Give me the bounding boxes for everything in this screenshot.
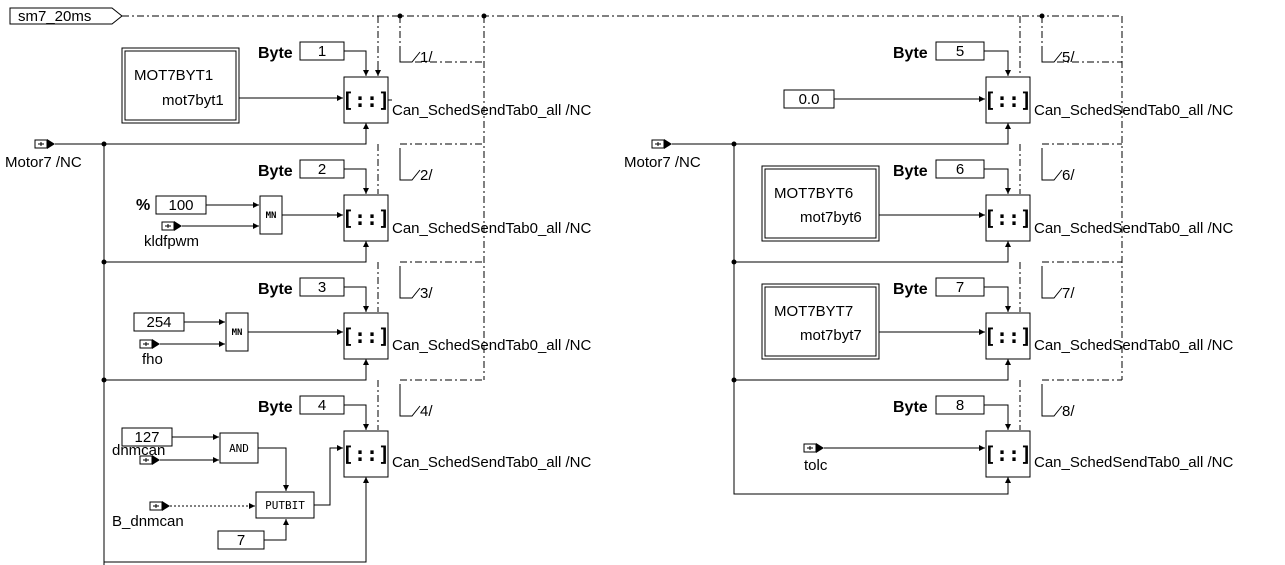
right-group: Motor7 /NC Byte 5 5/ 0.0 Can_SchedSendTa… xyxy=(624,16,1233,495)
send-block-byte7[interactable] xyxy=(983,312,1033,360)
const-0: 0.0 xyxy=(799,91,820,108)
byte8-section: Byte 8 8/ tolc Can_SchedSendTab0_all /NC xyxy=(803,379,1233,478)
byte1-index: 1 xyxy=(318,43,326,60)
kldfpwm-label: kldfpwm xyxy=(144,233,199,250)
const-254: 254 xyxy=(146,314,171,331)
motor7-label-left: Motor7 /NC xyxy=(5,154,82,171)
fho-label: fho xyxy=(142,351,163,368)
motor7-inport-left[interactable] xyxy=(34,138,56,150)
mot7byt1-var: mot7byt1 xyxy=(162,92,224,109)
byte2-unit: % xyxy=(136,197,150,214)
b-dnmcan-inport[interactable] xyxy=(149,500,171,512)
send-block-byte8[interactable] xyxy=(983,430,1033,478)
byte1-section: Byte 1 1/ MOT7BYT1 mot7byt1 Can_SchedSen… xyxy=(121,16,591,124)
send-label-byte5: Can_SchedSendTab0_all /NC xyxy=(1034,102,1233,119)
send-label-byte7: Can_SchedSendTab0_all /NC xyxy=(1034,337,1233,354)
const-127: 127 xyxy=(134,429,159,446)
byte6-event: 6/ xyxy=(1062,167,1075,184)
trigger-bus: sm7_20ms xyxy=(9,7,1123,380)
mot7byt6-var: mot7byt6 xyxy=(800,209,862,226)
const-7: 7 xyxy=(237,532,245,549)
byte3-event: 3/ xyxy=(420,285,433,302)
byte3-label: Byte xyxy=(258,281,293,298)
byte2-section: Byte 2 2/ % 100 kldfpwm MN Can_SchedSend… xyxy=(136,143,591,250)
mot7byt7-title: MOT7BYT7 xyxy=(774,303,853,320)
byte6-index: 6 xyxy=(956,161,964,178)
byte7-label: Byte xyxy=(893,281,928,298)
byte2-label: Byte xyxy=(258,163,293,180)
byte8-event: 8/ xyxy=(1062,403,1075,420)
byte3-index: 3 xyxy=(318,279,326,296)
byte4-event: 4/ xyxy=(420,403,433,420)
byte2-min-op: MN xyxy=(266,211,277,221)
byte3-section: Byte 3 3/ 254 fho MN Can_SchedSendTab0_a… xyxy=(133,261,591,368)
kldfpwm-inport[interactable] xyxy=(161,220,183,232)
send-label-byte3: Can_SchedSendTab0_all /NC xyxy=(392,337,591,354)
send-block-byte1[interactable] xyxy=(341,76,391,124)
mot7byt1-title: MOT7BYT1 xyxy=(134,67,213,84)
mot7byt6-title: MOT7BYT6 xyxy=(774,185,853,202)
byte7-event: 7/ xyxy=(1062,285,1075,302)
byte4-section: Byte 4 4/ 127 dnmcan AND B_dnmcan PUTBIT… xyxy=(112,379,591,550)
const-100: 100 xyxy=(168,197,193,214)
send-block-byte3[interactable] xyxy=(341,312,391,360)
byte8-label: Byte xyxy=(893,399,928,416)
b-dnmcan-label: B_dnmcan xyxy=(112,513,184,530)
send-label-byte8: Can_SchedSendTab0_all /NC xyxy=(1034,454,1233,471)
byte4-index: 4 xyxy=(318,397,326,414)
fho-inport[interactable] xyxy=(139,338,161,350)
byte2-event: 2/ xyxy=(420,167,433,184)
send-block-byte5[interactable] xyxy=(983,76,1033,124)
motor7-inport-right[interactable] xyxy=(651,138,673,150)
putbit-block[interactable] xyxy=(255,491,315,519)
byte5-index: 5 xyxy=(956,43,964,60)
byte7-index: 7 xyxy=(956,279,964,296)
byte6-section: Byte 6 6/ MOT7BYT6 mot7byt6 Can_SchedSen… xyxy=(761,143,1233,242)
trigger-label: sm7_20ms xyxy=(18,8,91,25)
byte7-section: Byte 7 7/ MOT7BYT7 mot7byt7 Can_SchedSen… xyxy=(761,261,1233,360)
send-block-byte2[interactable] xyxy=(341,194,391,242)
byte6-label: Byte xyxy=(893,163,928,180)
tolc-inport[interactable] xyxy=(803,442,825,454)
byte1-event: 1/ xyxy=(420,49,433,66)
dnmcan-label: dnmcan xyxy=(112,442,165,459)
tolc-label: tolc xyxy=(804,457,828,474)
mot7byt7-var: mot7byt7 xyxy=(800,327,862,344)
byte4-label: Byte xyxy=(258,399,293,416)
byte8-index: 8 xyxy=(956,397,964,414)
motor7-label-right: Motor7 /NC xyxy=(624,154,701,171)
send-block-byte4[interactable] xyxy=(341,430,391,478)
send-label-byte1: Can_SchedSendTab0_all /NC xyxy=(392,102,591,119)
putbit-op: PUTBIT xyxy=(265,499,305,512)
byte5-section: Byte 5 5/ 0.0 Can_SchedSendTab0_all /NC xyxy=(783,16,1233,124)
send-label-byte6: Can_SchedSendTab0_all /NC xyxy=(1034,220,1233,237)
byte3-min-op: MN xyxy=(232,328,243,338)
byte5-event: 5/ xyxy=(1062,49,1075,66)
byte2-index: 2 xyxy=(318,161,326,178)
send-label-byte4: Can_SchedSendTab0_all /NC xyxy=(392,454,591,471)
left-group: Motor7 /NC Byte 1 1/ MOT7BYT1 mot7byt1 xyxy=(5,16,591,565)
and-op: AND xyxy=(229,442,249,455)
byte5-label: Byte xyxy=(893,45,928,62)
send-label-byte2: Can_SchedSendTab0_all /NC xyxy=(392,220,591,237)
byte1-label: Byte xyxy=(258,45,293,62)
send-block-byte6[interactable] xyxy=(983,194,1033,242)
